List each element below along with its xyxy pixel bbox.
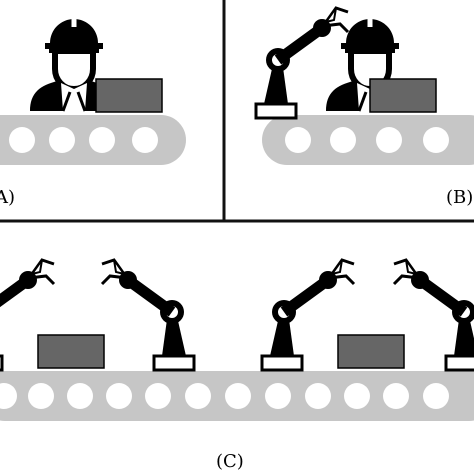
box-icon: [337, 334, 405, 369]
panel-c-label: (C): [216, 451, 244, 472]
robot-arm-icon: [394, 260, 474, 370]
panel-b: [256, 8, 474, 165]
panel-b-label: (B): [446, 187, 474, 208]
conveyor-belt-icon: [0, 115, 186, 165]
panel-c: [0, 260, 474, 421]
conveyor-belt-icon: [0, 371, 474, 421]
box-icon: [369, 78, 437, 113]
box-icon: [95, 78, 163, 113]
panel-a: [0, 18, 186, 165]
robot-arm-icon: [102, 260, 194, 370]
conveyor-belt-icon: [262, 115, 474, 165]
panel-a-label: (A): [0, 187, 16, 208]
box-icon: [37, 334, 105, 369]
